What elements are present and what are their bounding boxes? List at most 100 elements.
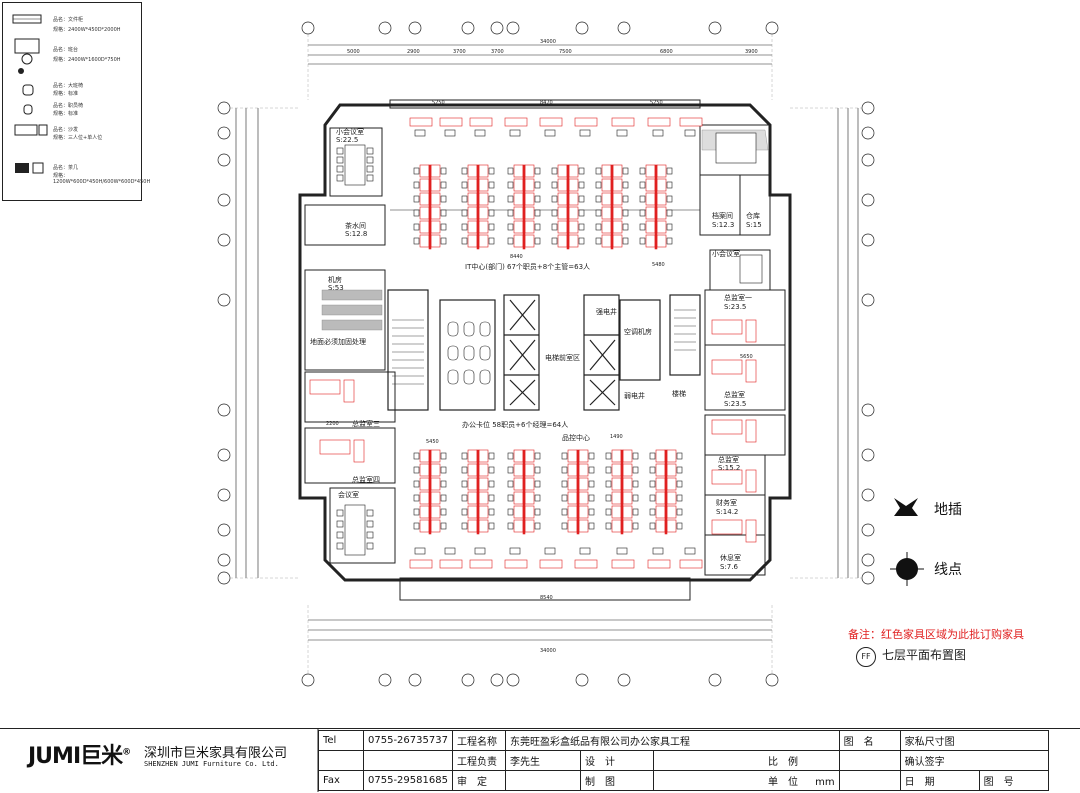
chair: [666, 181, 673, 189]
workstation-desk: [524, 164, 535, 178]
chair: [666, 223, 673, 231]
chair: [488, 522, 495, 530]
chair: [561, 452, 568, 460]
manager-chair: [444, 547, 456, 555]
manager-chair: [684, 547, 696, 555]
chair: [336, 174, 344, 182]
chair: [440, 237, 447, 245]
room-label: 弱电井: [624, 391, 645, 400]
workstation-desk: [430, 178, 441, 192]
workstation-desk: [524, 477, 535, 491]
workstation-desk: [655, 519, 666, 533]
manager-desk: [679, 559, 703, 569]
workstation-desk: [430, 505, 441, 519]
chair: [534, 209, 541, 217]
chair: [649, 480, 656, 488]
chair: [534, 452, 541, 460]
furniture-legend: 品名：文件柜 规格：2400W*450D*2000H 品名：班台 规格：2400…: [2, 2, 150, 201]
chair: [336, 165, 344, 173]
chair: [461, 167, 468, 175]
legend-name: 品名：班台: [53, 47, 79, 53]
workstation-desk: [568, 192, 579, 206]
workstation-desk: [612, 220, 623, 234]
red-furniture-note: 备注：红色家具区域为此批订购家具: [848, 628, 1024, 641]
chair: [649, 494, 656, 502]
chair: [366, 156, 374, 164]
chair: [488, 466, 495, 474]
workstation-desk: [513, 192, 524, 206]
chair: [632, 494, 639, 502]
room-label: 总监室一: [724, 293, 752, 302]
tel-value: 0755-26735737: [363, 730, 453, 751]
manager-chair: [652, 547, 664, 555]
legend-name: 品名：沙发: [53, 127, 79, 133]
workstation-desk: [601, 234, 612, 248]
workstation-divider: [476, 449, 480, 535]
inner-dims: 5250 8470 5250 8440 5480 5450 8540 1490 …: [326, 100, 753, 601]
manager-label: 工程负责: [451, 750, 506, 771]
fax-label: Fax: [318, 770, 364, 791]
workstation-desk: [656, 206, 667, 220]
chair: [413, 237, 420, 245]
manager-chair: [579, 547, 591, 555]
workstation-desk: [467, 491, 478, 505]
design-label: 设 计: [579, 750, 654, 771]
legend-spec: 规格：2400W*1600D*750H: [53, 57, 121, 63]
svg-text:5650: 5650: [740, 354, 753, 360]
chair: [366, 520, 374, 528]
svg-text:5250: 5250: [650, 100, 663, 106]
chair: [676, 466, 683, 474]
workstation-desk: [666, 449, 677, 463]
workstation-desk: [430, 234, 441, 248]
workstation-desk: [655, 449, 666, 463]
chair: [413, 167, 420, 175]
project-name-label: 工程名称: [451, 730, 506, 751]
workstation-desk: [578, 505, 589, 519]
scale-label: 比 例: [767, 757, 798, 768]
workstation-desk: [419, 164, 430, 178]
plan-title-text: 七层平面布置图: [882, 648, 967, 662]
room-area: S:53: [328, 284, 344, 292]
chair: [534, 195, 541, 203]
legend-spec: 规格：1200W*600D*450H/600W*600D*450H: [53, 173, 151, 185]
workstation-desk: [524, 505, 535, 519]
office-cabinet: [343, 379, 355, 403]
workstation-desk: [419, 220, 430, 234]
chair: [488, 181, 495, 189]
workstation-desk: [513, 477, 524, 491]
chair: [461, 508, 468, 516]
workstation-desk: [645, 206, 656, 220]
room-area: S:12.8: [345, 230, 367, 238]
top-total-dim: 34000: [540, 39, 556, 45]
workstation-desk: [578, 449, 589, 463]
chair: [588, 466, 595, 474]
workstation-desk: [478, 449, 489, 463]
manager-chair: [444, 129, 456, 137]
chair: [632, 508, 639, 516]
workstation-desk: [612, 234, 623, 248]
chair: [413, 181, 420, 189]
manager-desk: [574, 559, 598, 569]
room-label: 电梯前室区: [545, 353, 580, 362]
chair: [551, 167, 558, 175]
chair: [639, 195, 646, 203]
legend-name: 品名：职员椅: [53, 103, 84, 109]
workstation-desk: [478, 206, 489, 220]
room-area: S:15: [746, 221, 762, 229]
workstation-desk: [622, 449, 633, 463]
chair: [649, 452, 656, 460]
workstation-desk: [611, 463, 622, 477]
top-dim: 7500: [559, 49, 572, 55]
chair: [507, 209, 514, 217]
logo-text: JUMI巨米: [28, 744, 123, 769]
workstation-desk: [430, 519, 441, 533]
workstation-desk: [611, 477, 622, 491]
room-label: 楼梯: [672, 389, 686, 398]
room-label: 总监室四: [352, 475, 380, 484]
chair: [622, 209, 629, 217]
chair: [534, 237, 541, 245]
top-dim: 3700: [491, 49, 504, 55]
office-desk: [319, 439, 351, 455]
office-desk: [711, 359, 743, 375]
chair: [461, 195, 468, 203]
